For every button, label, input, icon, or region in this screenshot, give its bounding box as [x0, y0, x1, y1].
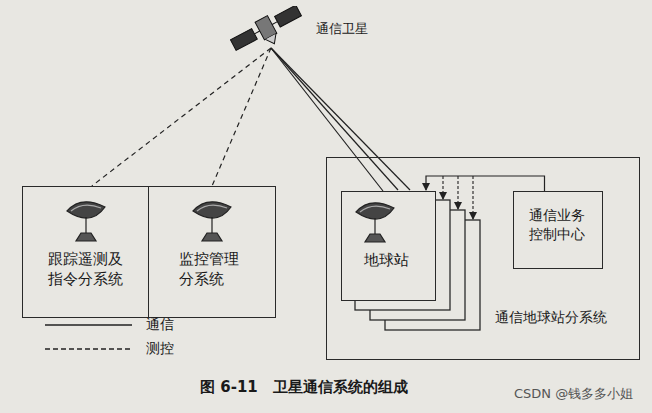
- node-label: 通信地球站分系统: [495, 308, 635, 327]
- node-label: 通信业务控制中心: [529, 206, 591, 244]
- legend-label: 测控: [146, 340, 174, 358]
- satellite-icon: [230, 6, 310, 56]
- node-label: 地球站: [364, 250, 424, 270]
- figure-caption: 图 6-11 卫星通信系统的组成: [200, 378, 408, 397]
- control-link: [92, 48, 271, 186]
- node-label: 通信卫星: [316, 20, 388, 38]
- communication-link: [271, 48, 383, 191]
- node-label: 跟踪遥测及指令分系统: [48, 249, 126, 290]
- control-link: [212, 48, 271, 186]
- subsystem-box: 监控管理分系统: [148, 186, 276, 318]
- dish-antenna: [187, 197, 237, 243]
- subsystem-box: 地球站: [341, 191, 436, 301]
- subsystem-box: 跟踪遥测及指令分系统: [22, 186, 149, 318]
- subsystem-box: 通信业务控制中心: [513, 191, 603, 269]
- satellite-node: 通信卫星: [230, 6, 392, 56]
- dish-antenna: [61, 197, 111, 243]
- subsystem-box: 通信地球站分系统 地球站 通信业务控制中心: [326, 157, 640, 360]
- node-label: 监控管理分系统: [179, 249, 243, 290]
- dish-antenna: [350, 198, 400, 244]
- communication-link: [426, 176, 545, 191]
- watermark: CSDN @钱多多小姐: [512, 385, 635, 403]
- legend-label: 通信: [146, 316, 174, 334]
